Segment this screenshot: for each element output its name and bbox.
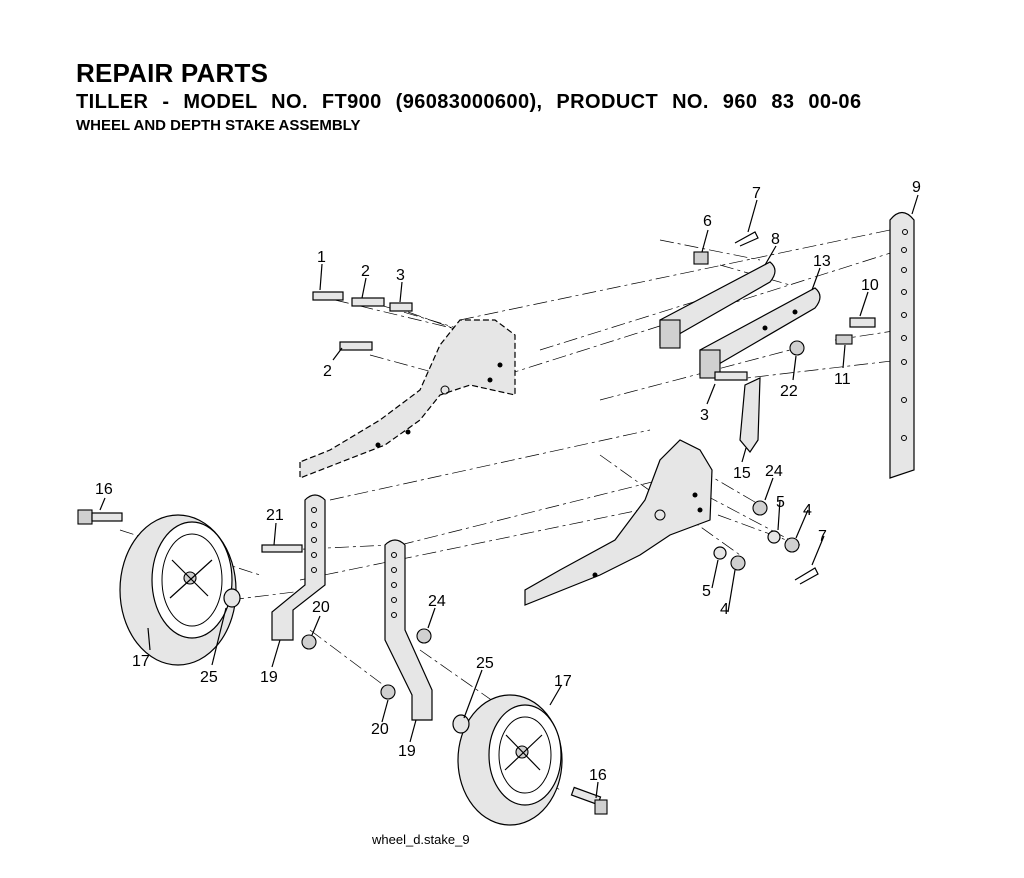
callout-19: 19 [398, 743, 416, 760]
bracket-hardware [261, 500, 819, 700]
callout-5: 5 [776, 494, 785, 511]
leader-lines [99, 194, 919, 799]
figure-caption: wheel_d.stake_9 [372, 832, 470, 847]
right-frame-bracket [524, 439, 713, 606]
callout-4: 4 [803, 502, 812, 519]
right-wheel [457, 694, 563, 826]
axle-bracket-left [271, 494, 326, 641]
callout-24: 24 [765, 463, 783, 480]
callout-24: 24 [428, 593, 446, 610]
callout-2: 2 [361, 263, 370, 280]
callout-8: 8 [771, 231, 780, 248]
model-line: TILLER - MODEL NO. FT900 (96083000600), … [76, 91, 862, 113]
callout-25: 25 [476, 655, 494, 672]
left-wheel [119, 514, 237, 666]
callout-22: 22 [780, 383, 798, 400]
page-header: REPAIR PARTS TILLER - MODEL NO. FT900 (9… [76, 58, 861, 135]
callout-9: 9 [912, 179, 921, 196]
callout-16: 16 [589, 767, 607, 784]
callout-6: 6 [703, 213, 712, 230]
callout-21: 21 [266, 507, 284, 524]
callout-11: 11 [834, 371, 851, 388]
top-hardware [312, 231, 876, 381]
callout-7: 7 [818, 528, 827, 545]
strap-8 [659, 261, 776, 349]
callout-13: 13 [813, 253, 831, 270]
callout-3: 3 [396, 267, 405, 284]
depth-stake-bar [889, 211, 915, 479]
callout-19: 19 [260, 669, 278, 686]
callout-20: 20 [312, 599, 330, 616]
left-frame-bracket [299, 319, 516, 479]
wheel-hardware [77, 509, 608, 815]
callout-2: 2 [323, 363, 332, 380]
callout-20: 20 [371, 721, 389, 738]
callout-17: 17 [554, 673, 572, 690]
axle-bracket-right [384, 539, 433, 721]
callout-4: 4 [720, 601, 729, 618]
callout-16: 16 [95, 481, 113, 498]
callout-25: 25 [200, 669, 218, 686]
callout-labels: 1 2 3 2 6 7 8 9 13 10 11 22 3 15 16 21 1… [95, 179, 921, 784]
callout-7: 7 [752, 185, 761, 202]
callout-10: 10 [861, 277, 879, 294]
callout-17: 17 [132, 653, 150, 670]
strap-13 [699, 287, 821, 379]
callout-5: 5 [702, 583, 711, 600]
callout-3: 3 [700, 407, 709, 424]
callout-15: 15 [733, 465, 751, 482]
spring-bracket-15 [739, 377, 761, 454]
page-title: REPAIR PARTS [76, 58, 269, 88]
assembly-title: WHEEL AND DEPTH STAKE ASSEMBLY [76, 117, 361, 134]
callout-1: 1 [317, 249, 326, 266]
